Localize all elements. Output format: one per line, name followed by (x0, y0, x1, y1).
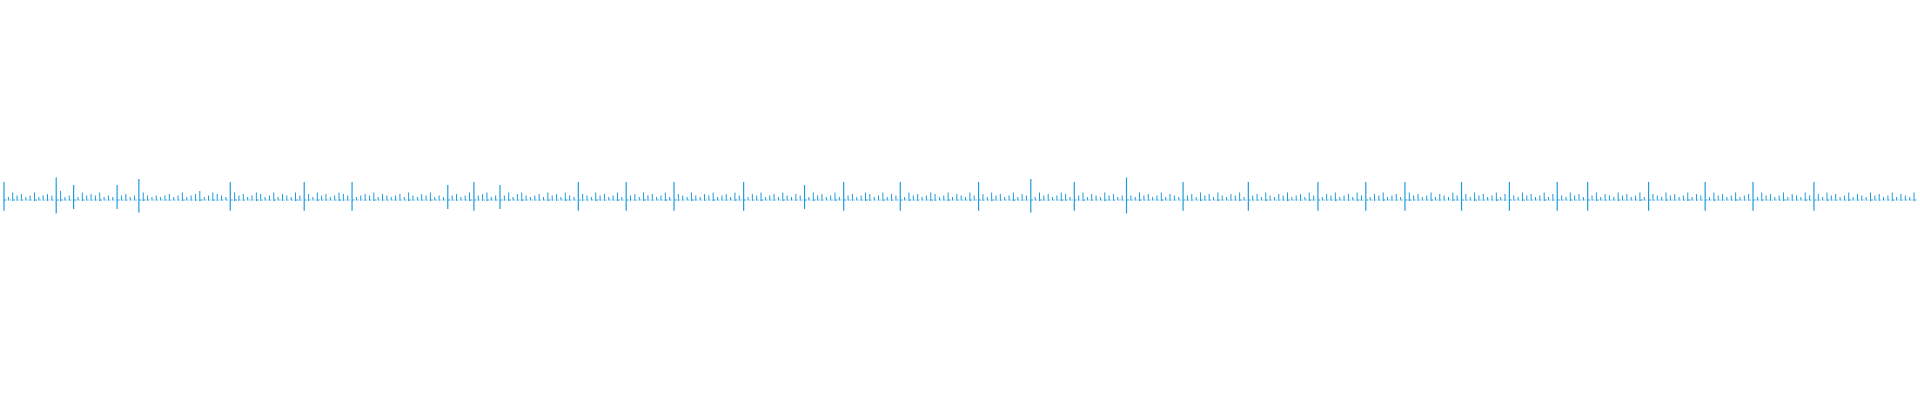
series-marks (3, 177, 1917, 214)
